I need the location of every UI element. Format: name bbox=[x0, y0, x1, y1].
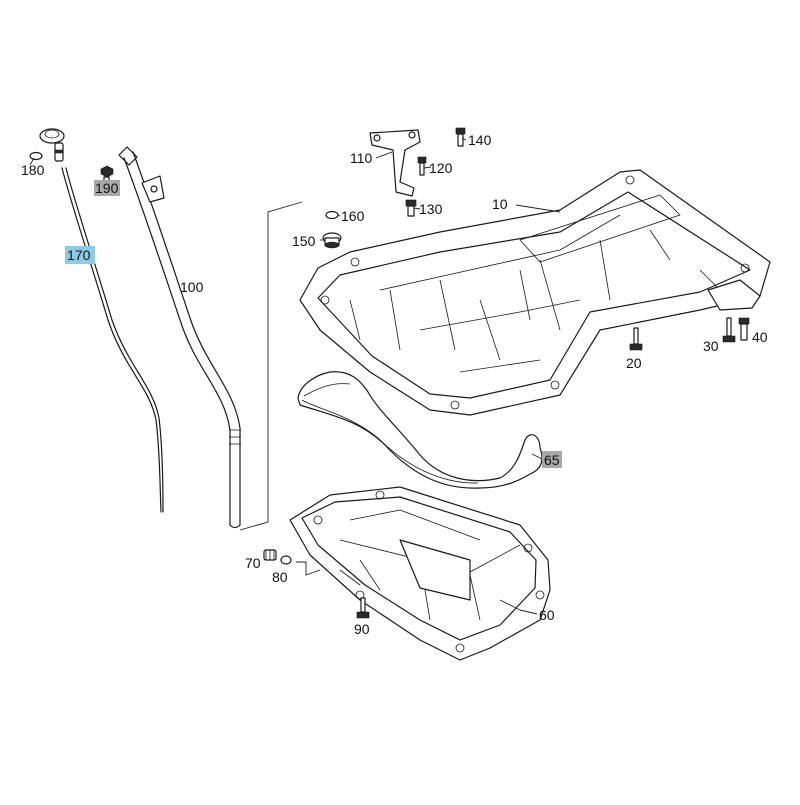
screw-90 bbox=[356, 597, 370, 619]
dipstick bbox=[39, 128, 164, 513]
plug-150 bbox=[322, 232, 342, 249]
callout-120: 120 bbox=[429, 160, 453, 176]
upper-oil-pan bbox=[299, 169, 771, 416]
callout-65: 65 bbox=[544, 452, 560, 468]
callout-190: 190 bbox=[95, 180, 119, 196]
highlight-190 bbox=[94, 180, 120, 196]
drain-plug-70 bbox=[263, 549, 277, 561]
callout-130: 130 bbox=[419, 201, 443, 217]
bracket-110 bbox=[369, 129, 421, 197]
callout-100: 100 bbox=[180, 279, 204, 295]
callout-160: 160 bbox=[341, 208, 365, 224]
guide-tube bbox=[118, 146, 241, 529]
callout-80: 80 bbox=[272, 569, 288, 585]
seal-ring-180 bbox=[29, 151, 43, 161]
screw-40 bbox=[738, 317, 750, 341]
callout-10: 10 bbox=[492, 196, 508, 212]
highlight-65 bbox=[542, 451, 562, 468]
callout-110: 110 bbox=[350, 150, 373, 166]
callout-140: 140 bbox=[468, 132, 492, 148]
callout-90: 90 bbox=[354, 621, 370, 637]
bracket-line-100 bbox=[239, 201, 303, 531]
lower-oil-pan bbox=[289, 486, 551, 661]
screw-30 bbox=[722, 317, 736, 343]
callout-60: 60 bbox=[539, 607, 555, 623]
callout-180: 180 bbox=[21, 162, 45, 178]
callout-20: 20 bbox=[626, 355, 642, 371]
leader-lines bbox=[29, 137, 561, 615]
gasket-65 bbox=[297, 371, 543, 489]
callout-40: 40 bbox=[752, 329, 768, 345]
screw-120 bbox=[417, 156, 427, 176]
screw-130 bbox=[405, 199, 417, 217]
callout-30: 30 bbox=[703, 338, 719, 354]
screw-140 bbox=[455, 127, 466, 147]
screw-20 bbox=[629, 327, 643, 351]
callout-70: 70 bbox=[245, 555, 261, 571]
callout-150: 150 bbox=[292, 233, 316, 249]
callout-170: 170 bbox=[67, 247, 91, 263]
bracket-line-70-80 bbox=[296, 561, 321, 576]
seal-ring-160 bbox=[325, 210, 339, 220]
seal-ring-80 bbox=[280, 555, 292, 565]
highlight-170 bbox=[65, 246, 95, 264]
